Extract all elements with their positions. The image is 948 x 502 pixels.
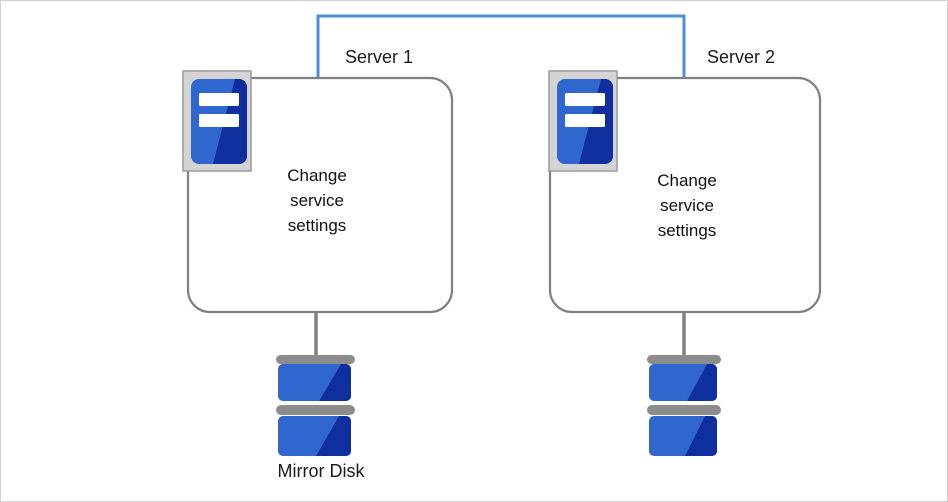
disk-1-caption: Mirror Disk [277, 461, 365, 481]
disk-stack-icon-2 [647, 355, 721, 456]
server-icon-2 [548, 70, 618, 172]
disk-stack-icon-1 [276, 355, 355, 456]
server-2-body-text: Change service settings [657, 171, 717, 240]
server-2-label: Server 2 [707, 47, 776, 67]
server-icon-1 [182, 70, 252, 172]
server-1-label: Server 1 [345, 47, 414, 67]
server-1-body-text: Change service settings [287, 166, 347, 235]
mirror-link-connector [316, 14, 686, 77]
server-box-1[interactable] [186, 76, 454, 314]
